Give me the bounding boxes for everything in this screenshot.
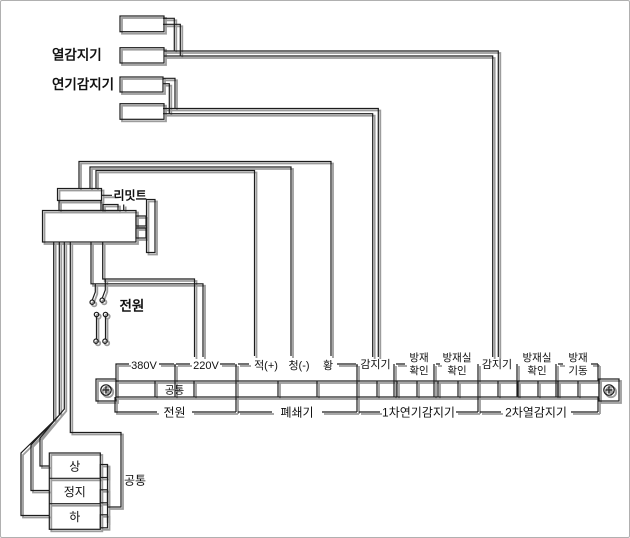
terminal-label-fireroom-confirm-line1: 방재실 — [443, 352, 472, 364]
terminal-label-fireroom-confirm-line2: 확인 — [447, 364, 466, 377]
diagram-shadow-layer — [22, 17, 622, 533]
terminal-label-220v: 220V — [193, 360, 219, 372]
terminal-cell-common: 공통 — [165, 385, 185, 397]
terminal-label-blue-minus: 청(-) — [288, 359, 309, 372]
diagram-labels: 열감지기 연기감지기 리밋트 전원 380V 공통 220V 적(+) 청(-)… — [52, 47, 588, 525]
control-box-labels: 상 정지 하 공통 — [64, 460, 146, 525]
diagram-line-layer — [20, 15, 620, 530]
control-label-common: 공통 — [124, 474, 146, 488]
terminal-label-fire-confirm-line2: 확인 — [409, 364, 428, 377]
control-label-up: 상 — [69, 460, 80, 474]
group-label-second-heat: 2차열감지기 — [505, 406, 567, 420]
terminal-top-labels: 380V 공통 220V 적(+) 청(-) 황 감지기 방재 확인 방재실 확… — [131, 352, 588, 397]
terminal-label-fire-start-line2: 기동 — [568, 365, 588, 377]
terminal-label-fire-confirm-line1: 방재 — [409, 352, 428, 364]
smoke-detector-label: 연기감지기 — [52, 76, 114, 92]
terminal-label-yellow: 황 — [323, 359, 333, 372]
group-label-first-smoke: 1차연기감지기 — [382, 406, 455, 420]
control-label-stop: 정지 — [64, 485, 86, 499]
group-label-shutter: 폐쇄기 — [280, 406, 313, 420]
terminal-label-detector-2: 감지기 — [482, 358, 512, 371]
limit-switch-label: 리밋트 — [114, 188, 147, 203]
terminal-label-fireroom2-confirm-line2: 확인 — [527, 364, 546, 377]
terminal-group-labels: 전원 폐쇄기 1차연기감지기 2차열감지기 — [163, 406, 566, 420]
terminal-label-fireroom2-confirm-line1: 방재실 — [523, 352, 552, 364]
power-switch-label: 전원 — [120, 298, 145, 314]
group-label-power: 전원 — [163, 406, 185, 420]
heat-detector-label: 열감지기 — [52, 47, 102, 63]
terminal-label-red-plus: 적(+) — [254, 359, 278, 372]
terminal-label-380v: 380V — [131, 360, 157, 372]
control-label-down: 하 — [69, 510, 80, 524]
terminal-label-fire-start-line1: 방재 — [568, 352, 587, 364]
terminal-label-detector-1: 감지기 — [360, 358, 390, 371]
